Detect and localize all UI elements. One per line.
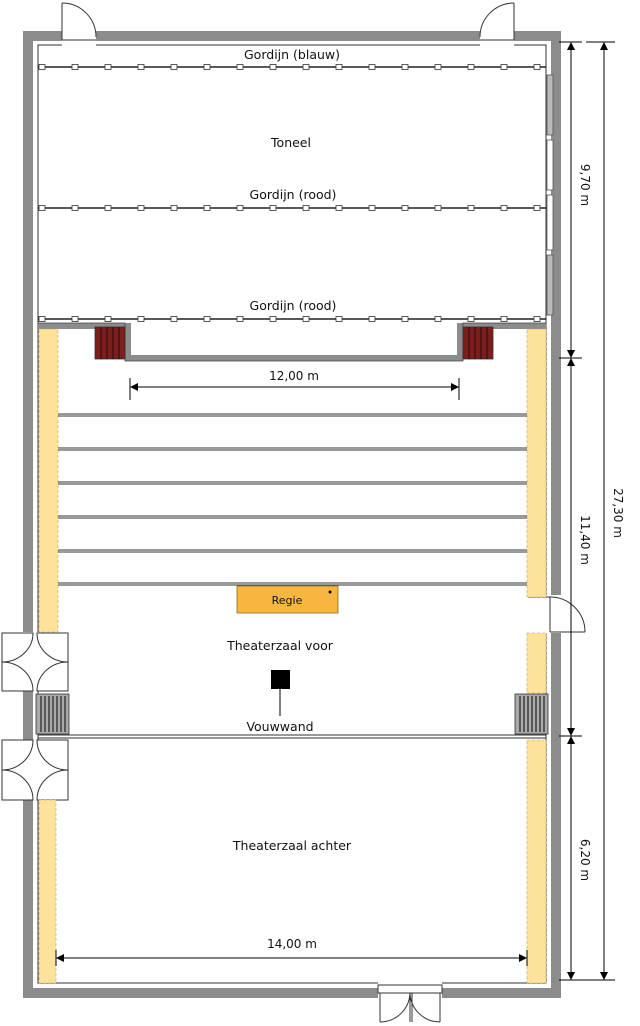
dimension-front-depth: 11,40 m xyxy=(559,358,592,737)
dimension-back-depth: 6,20 m xyxy=(559,736,615,981)
curtain-hook xyxy=(335,316,343,322)
dimension-label-total-depth: 27,30 m xyxy=(611,488,625,538)
door-left-back xyxy=(1,739,69,801)
curtain-hook xyxy=(236,316,244,322)
curtain-hook xyxy=(71,64,79,70)
curtain-red-2 xyxy=(38,316,546,322)
dimension-label-back-depth: 6,20 m xyxy=(578,839,592,881)
stage-side-panels xyxy=(546,74,554,316)
curtain-hook xyxy=(368,64,376,70)
aisles xyxy=(38,328,547,984)
curtain-hook xyxy=(269,205,277,211)
curtain-hook xyxy=(302,205,310,211)
label-curtain-blue: Gordijn (blauw) xyxy=(244,47,340,62)
curtain-hook xyxy=(434,316,442,322)
door-top-left xyxy=(61,2,97,41)
curtain-hook xyxy=(203,205,211,211)
dimension-stage-opening: 12,00 m xyxy=(129,369,460,400)
dimension-label-front-depth: 11,40 m xyxy=(578,515,592,565)
curtain-hook xyxy=(401,205,409,211)
label-hall-front: Theaterzaal voor xyxy=(226,638,334,653)
curtain-hook xyxy=(302,316,310,322)
dimension-stage-depth: 9,70 m xyxy=(559,41,592,359)
curtain-hook xyxy=(335,64,343,70)
curtain-hook xyxy=(533,64,541,70)
curtain-hook xyxy=(71,205,79,211)
curtain-hook xyxy=(434,64,442,70)
curtain-hook xyxy=(302,64,310,70)
curtain-hook xyxy=(236,64,244,70)
control-desk xyxy=(236,585,339,614)
curtain-hook xyxy=(137,64,145,70)
dimension-hall-width: 14,00 m xyxy=(55,937,528,966)
curtain-hook xyxy=(170,205,178,211)
curtain-hook xyxy=(368,316,376,322)
curtain-hook xyxy=(104,316,112,322)
folding-wall xyxy=(35,693,549,739)
label-folding-wall: Vouwwand xyxy=(246,719,313,734)
door-left-front xyxy=(1,632,69,692)
stage-stairs-left xyxy=(94,326,126,360)
curtain-red-1 xyxy=(38,205,546,211)
outer-walls xyxy=(22,30,562,998)
label-curtain-red-1: Gordijn (rood) xyxy=(250,187,337,202)
curtain-hook xyxy=(500,316,508,322)
curtain-hook xyxy=(335,205,343,211)
curtain-hook xyxy=(533,205,541,211)
curtain-hook xyxy=(236,205,244,211)
curtain-hook xyxy=(38,64,46,70)
dimension-total-depth: 27,30 m xyxy=(586,41,625,980)
curtain-hook xyxy=(368,205,376,211)
curtain-hook xyxy=(500,205,508,211)
column-marker xyxy=(271,670,290,716)
dimension-label-stage-depth: 9,70 m xyxy=(578,164,592,206)
label-stage: Toneel xyxy=(270,135,311,150)
curtain-hook xyxy=(401,316,409,322)
door-top-right xyxy=(479,2,515,41)
curtain-hook xyxy=(203,316,211,322)
label-curtain-red-2: Gordijn (rood) xyxy=(250,298,337,313)
seating-rows xyxy=(58,413,527,586)
curtain-hook xyxy=(38,316,46,322)
curtain-hook xyxy=(500,64,508,70)
curtain-hook xyxy=(533,316,541,322)
curtain-hook xyxy=(467,64,475,70)
curtain-hook xyxy=(137,205,145,211)
door-bottom xyxy=(377,984,443,1023)
label-hall-back: Theaterzaal achter xyxy=(232,838,352,853)
curtain-hook xyxy=(401,64,409,70)
curtain-hook xyxy=(71,316,79,322)
curtain-hook xyxy=(104,64,112,70)
curtain-hook xyxy=(467,316,475,322)
dimension-label-hall-width: 14,00 m xyxy=(267,937,317,951)
stage-stairs-right xyxy=(462,326,494,360)
label-control: Regie xyxy=(272,594,303,607)
dimension-label-stage-opening: 12,00 m xyxy=(269,369,319,383)
curtain-hook xyxy=(38,205,46,211)
curtain-hook xyxy=(434,205,442,211)
curtain-hook xyxy=(467,205,475,211)
curtain-hook xyxy=(104,205,112,211)
curtain-hook xyxy=(203,64,211,70)
curtain-hook xyxy=(137,316,145,322)
curtain-hook xyxy=(269,316,277,322)
curtain-hook xyxy=(269,64,277,70)
room-labels: Gordijn (blauw) Toneel Gordijn (rood) Go… xyxy=(226,47,352,853)
curtain-blue xyxy=(38,64,546,70)
curtain-hook xyxy=(170,64,178,70)
stage-edge xyxy=(38,322,546,362)
curtain-hook xyxy=(170,316,178,322)
